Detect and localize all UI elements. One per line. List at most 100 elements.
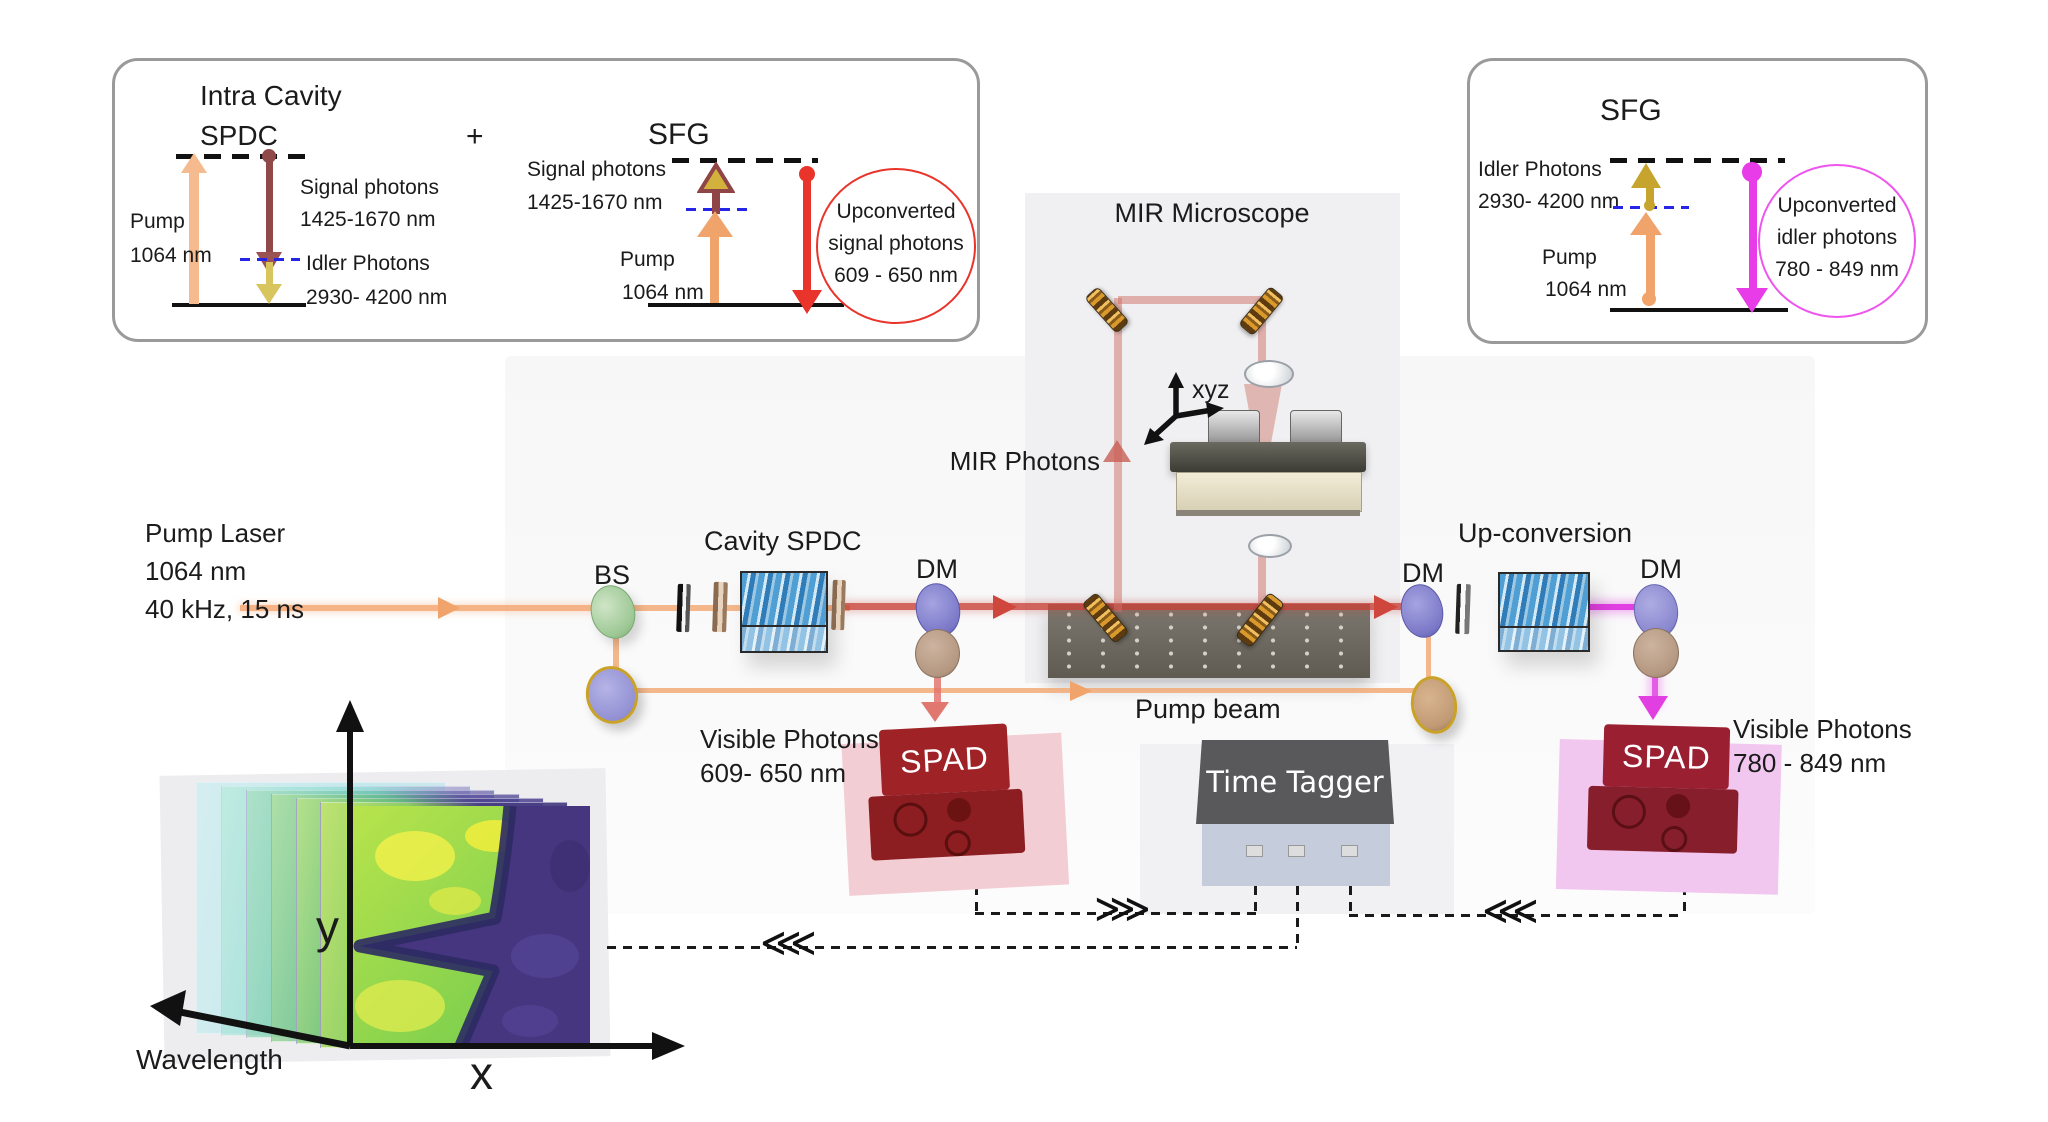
sfg-signal-arrow <box>697 162 735 214</box>
spdc-signal-wl: 1425-1670 nm <box>300 208 436 231</box>
cavity-spdc-label: Cavity SPDC <box>704 526 862 556</box>
time-tagger-front <box>1202 824 1390 886</box>
right-magenta-arrow-head <box>1736 288 1768 313</box>
stack-x-label: x <box>470 1047 493 1099</box>
sfg-signal-label: Signal photons <box>527 158 666 181</box>
idler-upconverted-beam-h <box>1584 604 1646 610</box>
objective-lens <box>1244 360 1294 388</box>
upconverted-signal-circle: Upconverted signal photons 609 - 650 nm <box>816 168 976 324</box>
spdc-ground-level <box>172 303 306 307</box>
spad-right-body <box>1586 785 1739 854</box>
time-tagger-port <box>1246 845 1263 857</box>
filter-mirror-tan-left <box>915 629 960 678</box>
spdc-signal-arrow-shaft <box>266 158 273 254</box>
spdc-pump-label: Pump <box>130 210 185 233</box>
right-olive-dot <box>1644 200 1655 211</box>
dm3-label: DM <box>1640 554 1682 584</box>
right-magenta-arrow-shaft <box>1749 174 1757 290</box>
right-pump-wl: 1064 nm <box>1545 278 1627 301</box>
sfg-pump-arrow-head <box>697 211 733 237</box>
mir-photons-label: MIR Photons <box>949 446 1100 476</box>
sample-stage-base <box>1176 510 1360 516</box>
spad-left-body <box>868 788 1026 861</box>
time-tagger-label: Time Tagger <box>1206 765 1384 799</box>
data-flow-left-icon: ⋘ <box>1482 888 1539 934</box>
left-box-sfg-title: SFG <box>648 118 710 151</box>
pump-beam-lower <box>624 688 1430 693</box>
mir-microscope-label: MIR Microscope <box>1114 198 1310 228</box>
mir-beam-top-horizontal <box>1118 296 1266 304</box>
spdc-idler-arrow-head <box>256 284 282 304</box>
pump-beam-main <box>240 605 612 611</box>
spdc-idler-arrow-shaft <box>266 262 273 286</box>
spad-right-label: SPAD <box>1621 737 1712 776</box>
dm1-label: DM <box>916 554 958 584</box>
mir-photons-arrow <box>1103 440 1131 462</box>
filter-slab-white <box>1455 583 1471 635</box>
time-tagger-port <box>1341 845 1358 857</box>
right-pump-arrow-head <box>1630 212 1662 235</box>
time-tagger-port <box>1288 845 1305 857</box>
signal-wire-port2-v <box>1296 854 1299 948</box>
data-flow-left-icon: ⋘ <box>760 920 817 966</box>
spad-left-label: SPAD <box>899 738 990 780</box>
spdc-pump-wl: 1064 nm <box>130 244 212 267</box>
signal-beam-red <box>845 603 1405 610</box>
xyz-axes-icon <box>1144 372 1224 445</box>
filter-mirror-tan-right <box>1633 628 1679 678</box>
sfg-upper-level <box>672 158 818 163</box>
mir-beam-below-stage <box>1258 550 1266 608</box>
right-idler-arrow-shaft <box>1646 185 1654 207</box>
mir-beam-right-vertical <box>1258 302 1266 366</box>
condenser-lens <box>1248 534 1292 558</box>
cavity-mirror-slab <box>712 581 728 633</box>
spdc-signal-label: Signal photons <box>300 176 439 199</box>
spdc-upper-level <box>176 154 316 159</box>
sfg-ground-level <box>648 303 844 307</box>
bs-label: BS <box>593 560 631 590</box>
upconversion-label: Up-conversion <box>1458 518 1633 548</box>
pump-laser-label: Pump Laser 1064 nm 40 kHz, 15 ns <box>145 518 304 624</box>
stack-y-label: y <box>316 901 339 953</box>
right-magenta-dot <box>1742 162 1762 182</box>
time-tagger-top: Time Tagger <box>1196 740 1394 824</box>
visible-beam-left-arrow <box>921 702 949 722</box>
pump-beam-up-right <box>1426 634 1431 690</box>
right-ground-level <box>1610 308 1788 312</box>
signal-wire-computer-h <box>607 946 1297 949</box>
sfg-red-arrow-head <box>792 290 822 314</box>
spdc-idler-label: Idler Photons <box>306 252 430 275</box>
signal-wire-spad-right-h <box>1349 914 1685 917</box>
signal-beam-arrow-2 <box>1374 595 1398 619</box>
right-pump-dot <box>1642 292 1656 306</box>
visible-photons-left-label: Visible Photons 609- 650 nm <box>700 724 879 788</box>
pump-beam-lower-arrow <box>1070 681 1092 701</box>
signal-beam-arrow-1 <box>993 595 1017 619</box>
right-upper-level <box>1610 158 1785 163</box>
right-pump-label: Pump <box>1542 246 1597 269</box>
right-box-title: SFG <box>1600 94 1662 127</box>
spdc-crystal <box>740 571 828 653</box>
sample-stage-rail <box>1170 442 1366 472</box>
left-box-title: Intra Cavity SPDC <box>200 80 342 151</box>
sfg-pump-arrow-shaft <box>710 234 719 304</box>
spdc-idler-level <box>240 258 300 261</box>
sfg-pump-label: Pump <box>620 248 675 271</box>
spdc-pump-arrow-shaft <box>189 170 199 304</box>
idler-upconverted-arrow <box>1638 696 1668 720</box>
pump-beam-arrow <box>438 597 460 619</box>
stack-front-slice <box>345 806 590 1048</box>
pump-beam-bs-down <box>613 608 619 674</box>
right-idler-label: Idler Photons <box>1478 158 1602 181</box>
spdc-idler-wl: 2930- 4200 nm <box>306 286 448 309</box>
cavity-mirror-slab <box>676 583 691 633</box>
signal-wire-spad-left-h <box>975 912 1256 915</box>
stack-axes <box>150 700 685 1060</box>
right-pump-arrow-shaft <box>1646 232 1655 298</box>
sample-stage-body <box>1176 472 1362 512</box>
stack-wavelength-label: Wavelength <box>136 1044 283 1075</box>
visible-photons-right-label: Visible Photons 780 - 849 nm <box>1733 714 1912 778</box>
sfg-signal-wl: 1425-1670 nm <box>527 191 663 214</box>
sfg-pump-wl: 1064 nm <box>622 281 704 304</box>
